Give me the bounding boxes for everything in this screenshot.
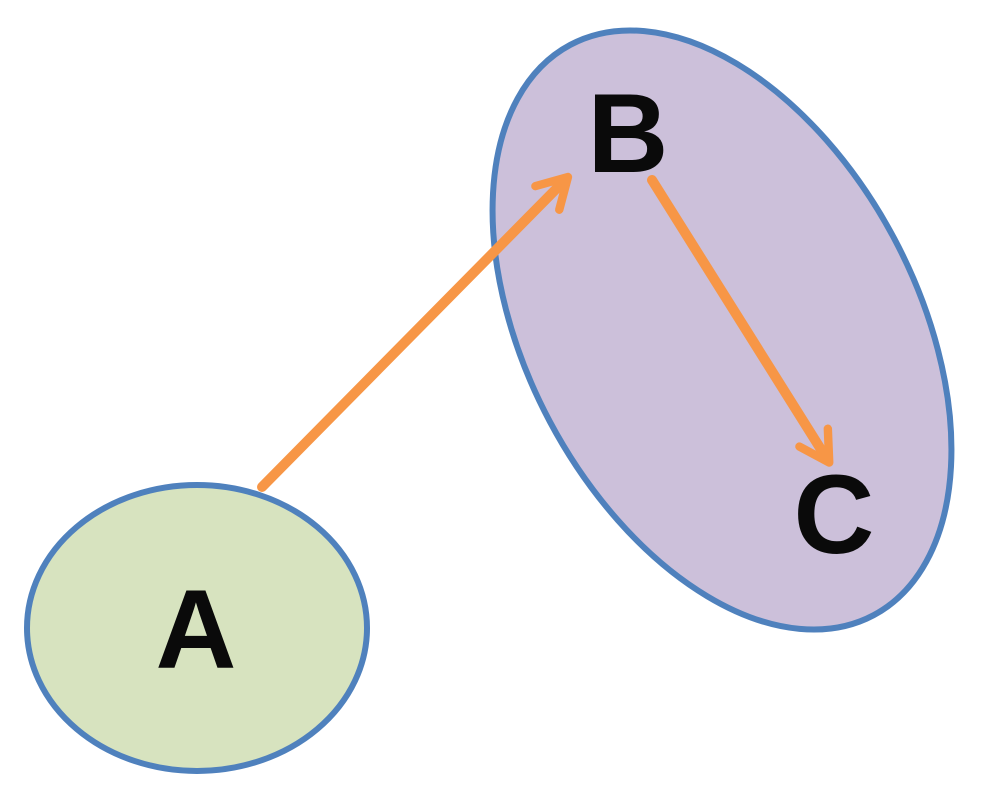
- node-b-label: B: [588, 71, 669, 196]
- node-a-label: A: [156, 567, 237, 692]
- node-c-label: C: [794, 452, 875, 577]
- node-a-ellipse: [24, 482, 370, 774]
- edge-b-to-c-arrow: [647, 175, 834, 467]
- group-ellipse-bc: [489, 27, 955, 633]
- edge-a-to-b-arrow: [257, 172, 573, 492]
